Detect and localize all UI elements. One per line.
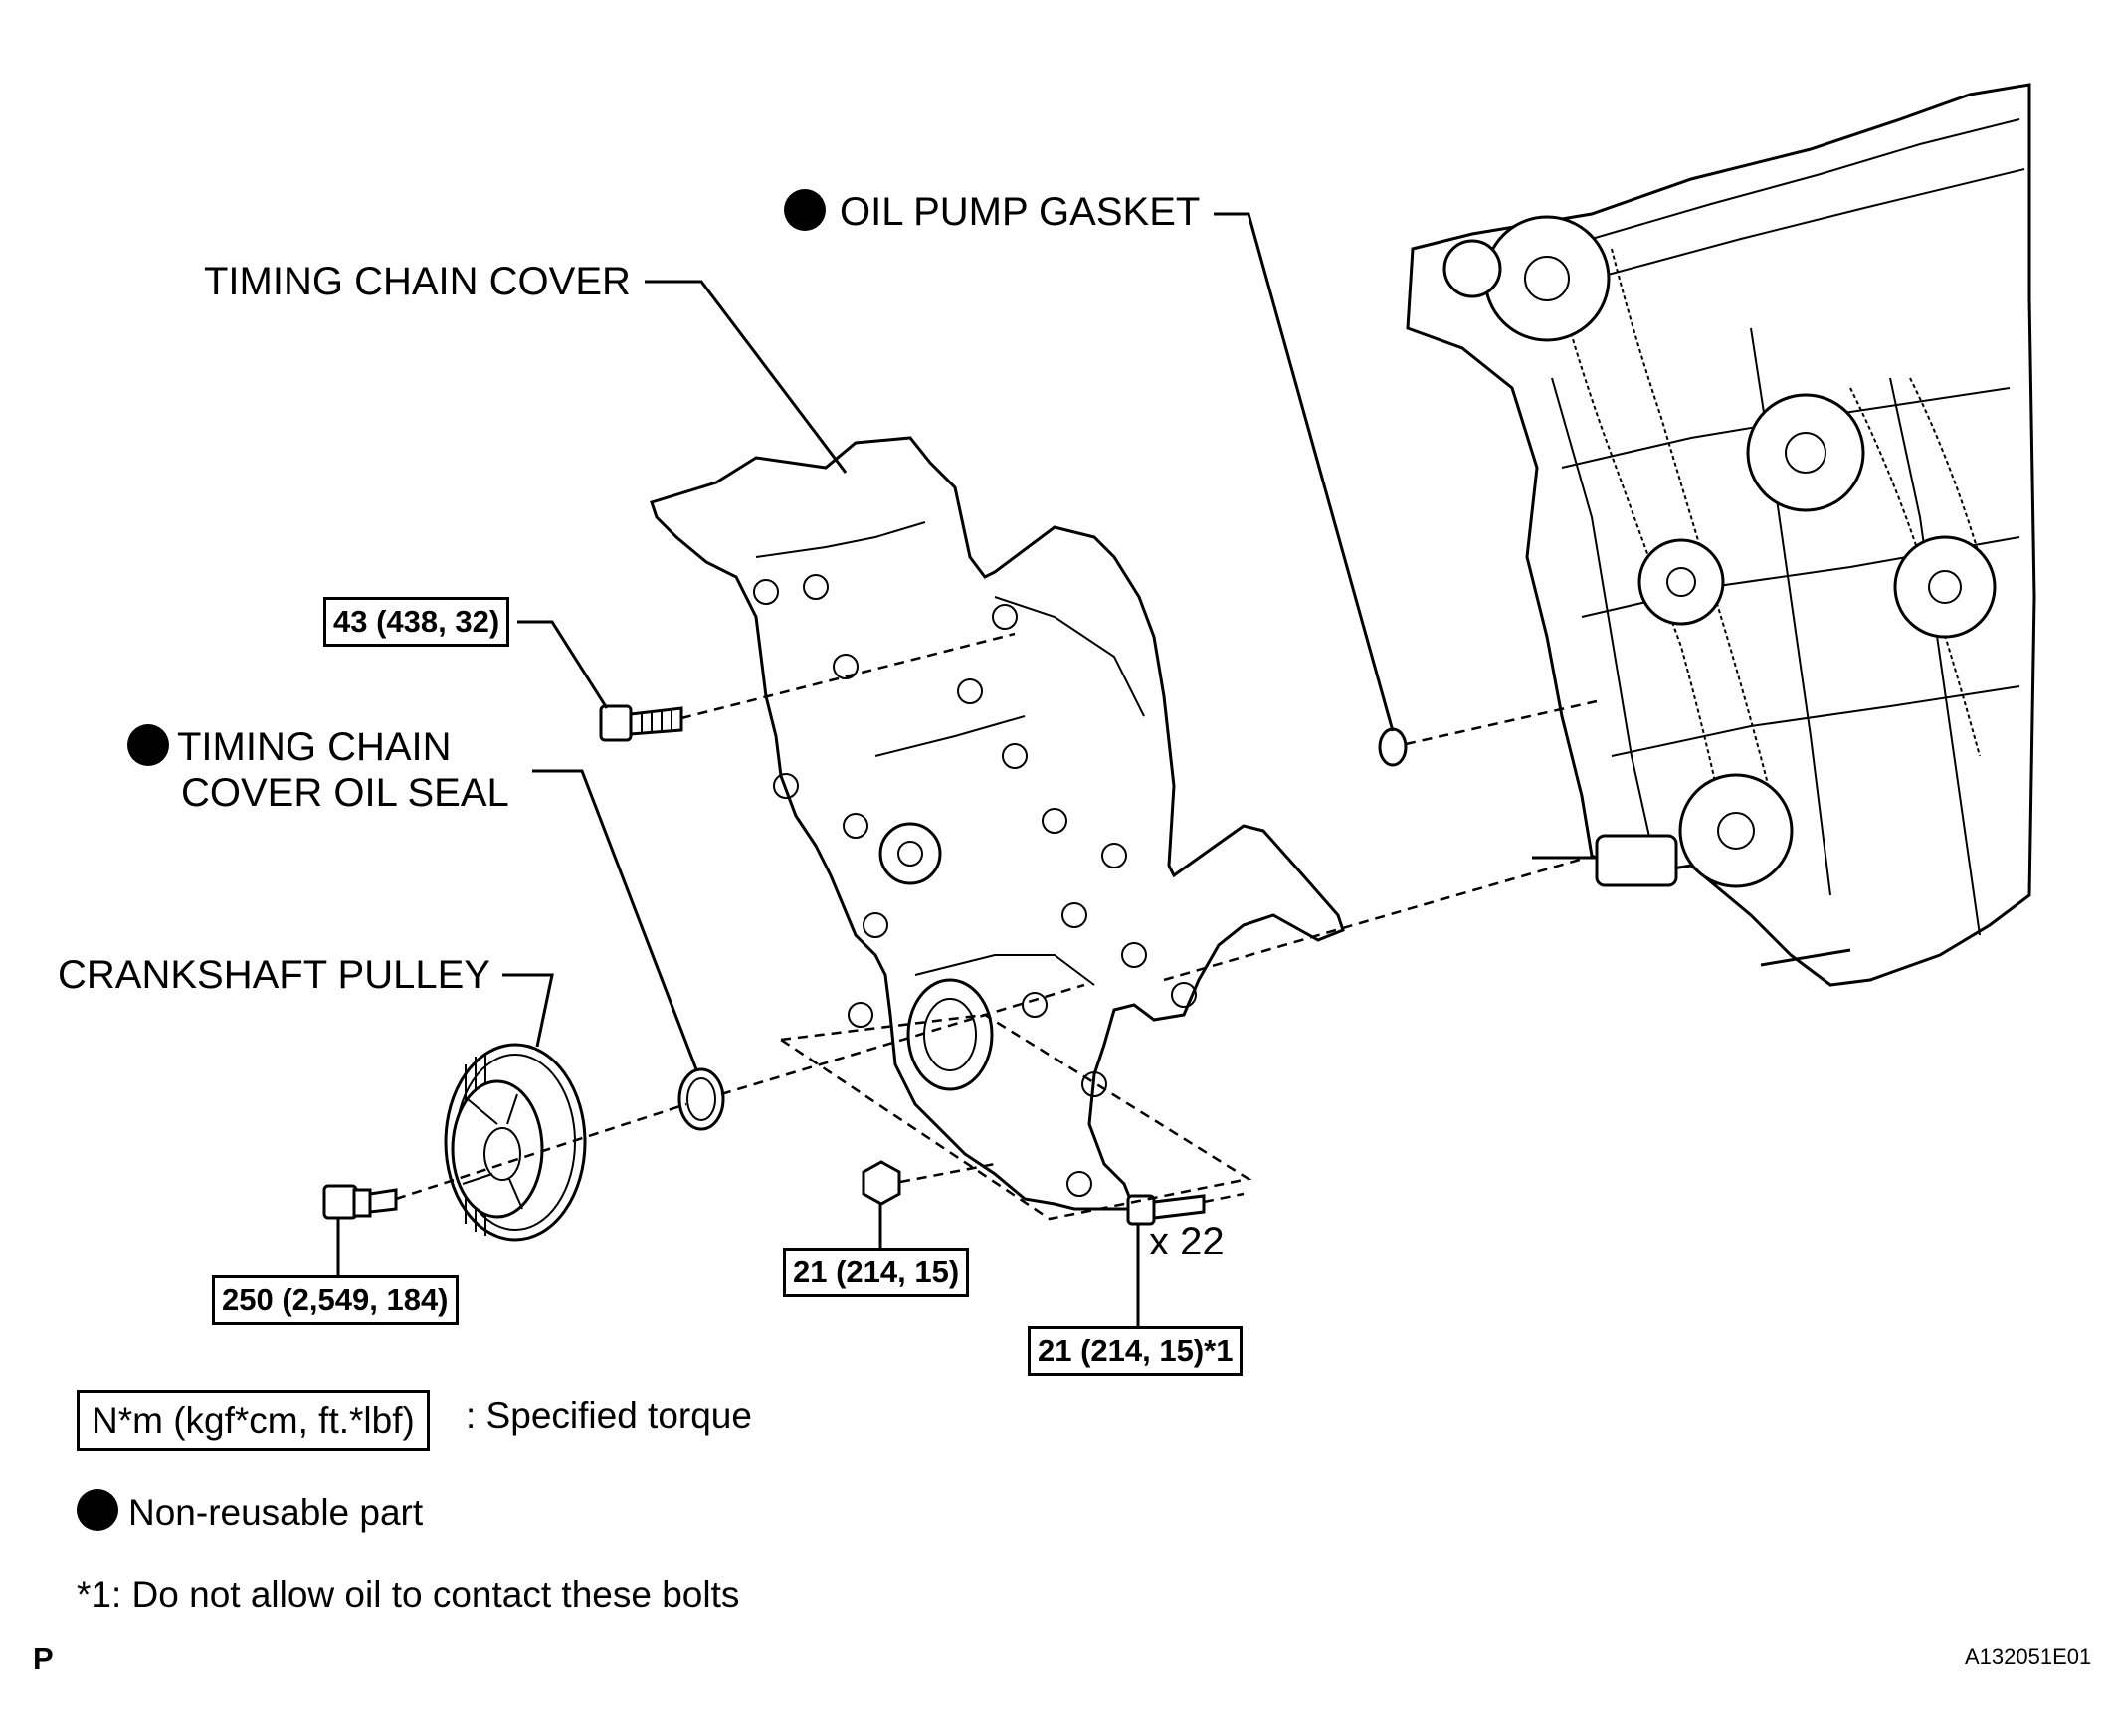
figure-id: A132051E01	[1965, 1644, 2092, 1669]
torque-unit-legend-box: N*m (kgf*cm, ft.*lbf)	[77, 1390, 430, 1451]
non-reusable-icon	[127, 724, 169, 766]
crankshaft-pulley-illustration	[444, 1043, 587, 1242]
cover-nut-illustration	[862, 1160, 901, 1206]
engine-block-illustration	[1406, 83, 2036, 987]
cover-bolt-illustration	[1126, 1194, 1206, 1226]
pulley-bolt-illustration	[322, 1184, 398, 1220]
oil-seal-label: TIMING CHAIN COVER OIL SEAL	[127, 724, 509, 816]
cover-upper-bolt-illustration	[599, 704, 683, 742]
crankshaft-pulley-label: CRANKSHAFT PULLEY	[58, 953, 490, 997]
timing-chain-cover-label: TIMING CHAIN COVER	[204, 260, 631, 303]
torque-spec-cover-nut: 21 (214, 15)	[783, 1248, 970, 1297]
oil-pump-gasket-label: OIL PUMP GASKET	[784, 189, 1200, 235]
page-marker: P	[33, 1641, 54, 1676]
non-reusable-icon	[784, 189, 826, 231]
torque-spec-cover-upper-bolt: 43 (438, 32)	[323, 597, 510, 647]
leader-lines	[336, 212, 1395, 1335]
torque-spec-pulley-bolt: 250 (2,549, 184)	[212, 1275, 459, 1325]
torque-spec-cover-bolts: 21 (214, 15)*1	[1028, 1326, 1244, 1376]
oil-pump-gasket-illustration	[1378, 727, 1408, 767]
oil-contact-note: *1: Do not allow oil to contact these bo…	[77, 1574, 740, 1615]
non-reusable-icon	[77, 1489, 118, 1531]
torque-unit-legend-text: : Specified torque	[466, 1395, 752, 1436]
timing-chain-cover-illustration	[650, 436, 1345, 1211]
alignment-lines	[395, 632, 1598, 1221]
bolt-quantity-label: x 22	[1149, 1220, 1225, 1263]
oil-seal-illustration	[677, 1067, 725, 1131]
non-reusable-legend: Non-reusable part	[77, 1489, 423, 1535]
